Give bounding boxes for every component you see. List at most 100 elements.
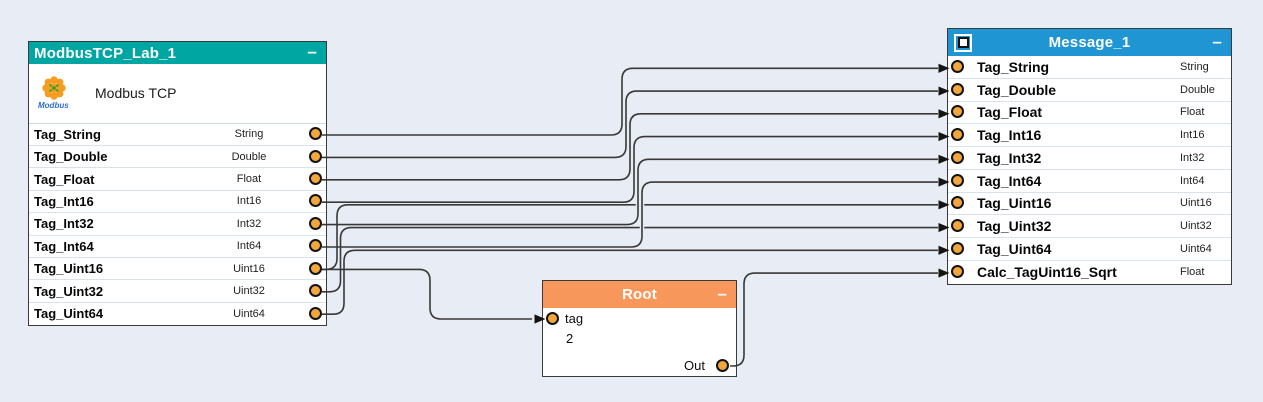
wire-ModbusTCP_Lab_1.Tag_Float-to-Message_1.Tag_Float[interactable]	[322, 113, 938, 181]
node-header[interactable]: Message_1 –	[948, 29, 1231, 56]
node-header[interactable]: ModbusTCP_Lab_1 –	[29, 42, 326, 64]
tag-type: Int64	[236, 240, 262, 253]
tag-row: Tag_Int64 Int64	[948, 170, 1231, 193]
node-modbustcp-lab-1[interactable]: ModbusTCP_Lab_1 – Modbus Modbus	[28, 41, 327, 327]
tag-name: Tag_Uint64	[977, 240, 1052, 257]
tag-row: Tag_Uint64 Uint64	[29, 303, 326, 325]
tag-row: Tag_Uint16 Uint16	[948, 193, 1231, 216]
output-port-Tag_Double[interactable]	[309, 149, 322, 163]
output-port-Tag_Int32[interactable]	[309, 216, 322, 230]
input-port-Tag_Double[interactable]	[950, 82, 964, 96]
modbus-logo-text: Modbus	[38, 101, 69, 110]
wire-ModbusTCP_Lab_1.Tag_Double-to-Message_1.Tag_Double[interactable]	[322, 90, 938, 159]
minimize-icon[interactable]: –	[717, 283, 727, 303]
tag-type: Uint64	[233, 307, 265, 320]
tag-name: Tag_Double	[34, 149, 108, 165]
wire-ModbusTCP_Lab_1.Tag_Int16-to-Message_1.Tag_Int16[interactable]	[322, 135, 938, 203]
tag-name: Tag_String	[34, 126, 101, 142]
output-port-Tag_Float[interactable]	[309, 172, 322, 186]
input-label: tag	[565, 311, 584, 326]
tag-name: Tag_Uint64	[34, 306, 104, 322]
node-root[interactable]: Root – tag 2 Out	[542, 280, 737, 377]
tag-row: Tag_Double Double	[948, 79, 1231, 102]
output-port-out[interactable]	[715, 358, 729, 372]
tag-row: Tag_Uint32 Uint32	[29, 280, 326, 303]
wire-ModbusTCP_Lab_1.Tag_Int32-to-Message_1.Tag_Int32[interactable]	[322, 158, 938, 226]
input-port-Calc_TagUint16_Sqrt[interactable]	[950, 265, 964, 279]
tag-type: Int64	[1180, 174, 1205, 187]
tag-type: Int16	[1180, 129, 1205, 142]
tag-name: Tag_Int64	[977, 172, 1042, 189]
tag-name: Tag_Int64	[34, 238, 94, 254]
node-body: tag 2 Out	[543, 308, 736, 375]
tag-type: Int16	[236, 195, 262, 208]
tag-name: Tag_Int32	[34, 216, 94, 232]
tag-type: Double	[231, 150, 267, 163]
node-title: Message_1	[1048, 34, 1131, 51]
select-checkbox[interactable]	[954, 33, 972, 52]
output-port-Tag_Uint32[interactable]	[309, 284, 322, 298]
input-port-Tag_Int32[interactable]	[950, 150, 964, 164]
minimize-icon[interactable]: –	[307, 42, 317, 62]
tag-name: Tag_Int16	[977, 127, 1042, 144]
device-label: Modbus TCP	[95, 85, 177, 102]
wire-ModbusTCP_Lab_1.Tag_Uint16-to-Root.tag[interactable]	[322, 268, 532, 320]
tag-type: Float	[1180, 266, 1205, 279]
input-port-Tag_Uint64[interactable]	[950, 241, 964, 255]
input-port-Tag_Int64[interactable]	[950, 173, 964, 187]
tag-type: Uint64	[1180, 242, 1212, 255]
node-header[interactable]: Root –	[543, 281, 736, 308]
wire-ModbusTCP_Lab_1.Tag_String-to-Message_1.Tag_String[interactable]	[322, 67, 938, 136]
tag-type: String	[1180, 60, 1209, 73]
node-title: ModbusTCP_Lab_1	[34, 44, 177, 62]
input-port-Tag_Int16[interactable]	[950, 128, 964, 142]
tag-name: Tag_Int16	[34, 193, 94, 209]
tag-name: Tag_Int32	[977, 149, 1042, 166]
tag-type: Uint16	[1180, 197, 1212, 210]
input-port-Tag_Uint32[interactable]	[950, 219, 964, 233]
tag-row: Tag_Uint64 Uint64	[948, 238, 1231, 261]
modbus-logo-icon: Modbus	[38, 76, 69, 110]
tag-row: Tag_Uint16 Uint16	[29, 258, 326, 281]
output-port-Tag_Uint16[interactable]	[309, 261, 322, 275]
input-port-Tag_String[interactable]	[950, 59, 964, 73]
tag-type: Int32	[1180, 151, 1205, 164]
tag-type: Double	[1180, 83, 1215, 96]
tag-name: Tag_Uint16	[977, 195, 1052, 212]
tag-name: Tag_Uint32	[977, 218, 1052, 235]
tag-type: String	[234, 128, 264, 141]
tag-type: Float	[1180, 106, 1205, 119]
tag-type: Int32	[236, 217, 262, 230]
tag-name: Tag_Float	[977, 104, 1043, 121]
tag-name: Tag_Double	[977, 81, 1057, 98]
output-label: Out	[684, 358, 705, 373]
tag-row: Tag_Int16 Int16	[948, 124, 1231, 147]
tag-row: Tag_String String	[948, 56, 1231, 79]
tag-name: Tag_Uint32	[34, 283, 104, 299]
device-info: Modbus Modbus TCP	[29, 64, 326, 124]
tag-type: Uint32	[233, 285, 265, 298]
output-port-Tag_Int16[interactable]	[309, 194, 322, 208]
tag-name: Tag_String	[977, 58, 1050, 75]
input-port-Tag_Float[interactable]	[950, 105, 964, 119]
tag-name: Tag_Uint16	[34, 261, 104, 277]
tag-type: Uint32	[1180, 220, 1212, 233]
tag-row: Tag_Int32 Int32	[948, 147, 1231, 170]
input-port-Tag_Uint16[interactable]	[950, 196, 964, 210]
tag-row: Tag_Double Double	[29, 146, 326, 169]
output-port-Tag_String[interactable]	[309, 127, 322, 141]
wire-Root.Out-to-Message_1.Calc_TagUint16_Sqrt[interactable]	[730, 272, 938, 367]
output-port-Tag_Uint64[interactable]	[309, 306, 322, 320]
input-port-tag[interactable]	[545, 311, 559, 325]
output-port-Tag_Int64[interactable]	[309, 239, 322, 253]
minimize-icon[interactable]: –	[1212, 31, 1222, 51]
wire-ModbusTCP_Lab_1.Tag_Int64-to-Message_1.Tag_Int64[interactable]	[322, 181, 938, 248]
tag-type: Uint16	[233, 262, 265, 275]
wire-ModbusTCP_Lab_1.Tag_Uint16-to-Message_1.Tag_Uint16[interactable]	[322, 204, 938, 271]
tag-row: Tag_Int32 Int32	[29, 213, 326, 236]
